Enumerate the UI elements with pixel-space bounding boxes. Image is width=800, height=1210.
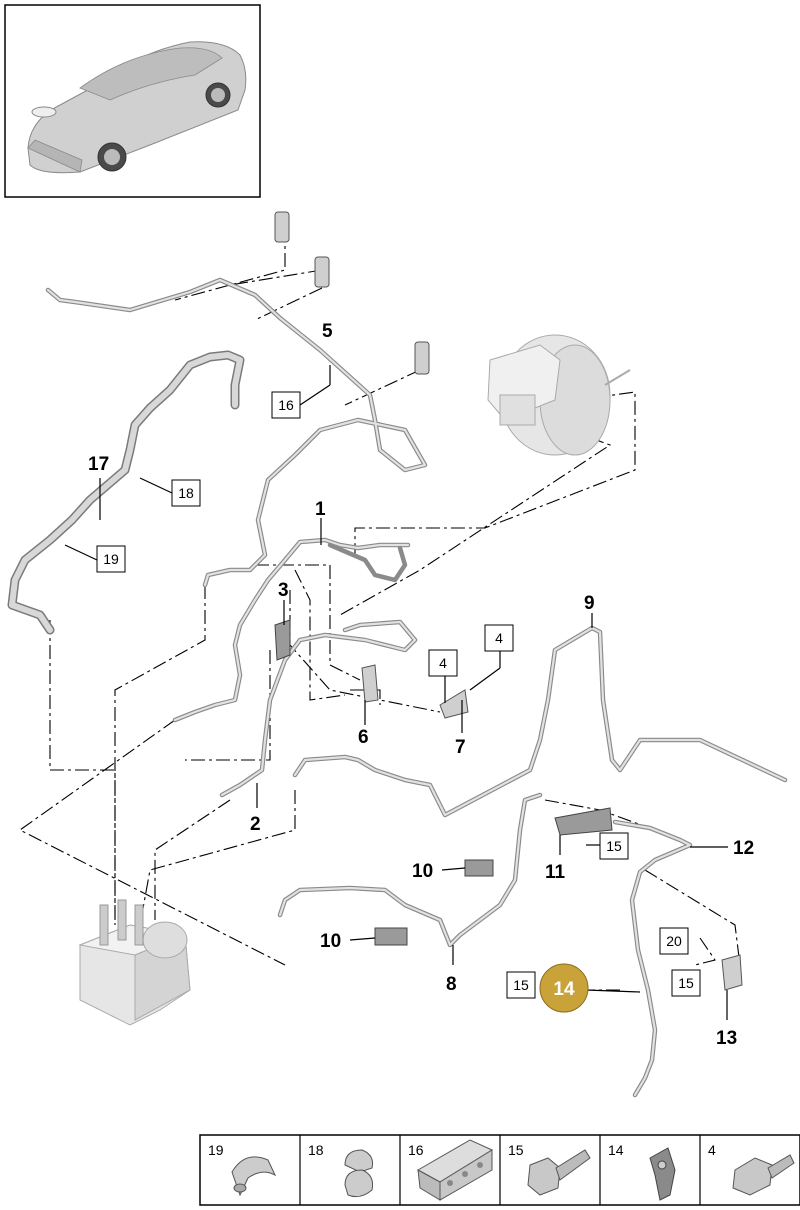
boxed-18: 18 [178,485,194,501]
callout-8: 8 [446,974,457,995]
callout-numbers: 5 17 1 3 9 6 7 2 12 10 11 10 8 13 [88,321,754,1049]
bracket-6-icon [361,664,379,703]
abs-unit [78,899,191,1026]
boxed-4a: 4 [495,630,503,646]
parts-table: 19 18 16 15 14 4 [199,1134,800,1206]
hex-bolt-icon [527,1149,591,1196]
callout-1: 1 [315,499,326,520]
callout-2: 2 [250,814,261,835]
holder-top-icon [274,211,290,243]
clip-icon [231,1156,277,1197]
callout-10b: 10 [320,931,341,952]
flange-bolt-icon [732,1154,795,1196]
table-label-4: 4 [708,1142,716,1158]
table-label-19: 19 [208,1142,224,1158]
brake-booster [487,334,631,456]
callout-17: 17 [88,454,109,475]
clip-3-icon [274,619,291,661]
callout-7: 7 [455,737,466,758]
table-label-18: 18 [308,1142,324,1158]
callout-11: 11 [545,862,566,883]
table-label-15: 15 [508,1142,524,1158]
boxed-19: 19 [103,551,119,567]
car-icon [27,41,247,174]
boxed-4b: 4 [439,655,447,671]
dash-leaders [18,228,741,991]
callout-leaders [64,365,728,1020]
holder-lower-icon [414,341,430,375]
vehicle-thumbnail [4,4,261,198]
callout-10a: 10 [412,861,433,882]
bracket-13-icon [721,954,743,991]
boxed-15a: 15 [606,838,622,854]
table-label-16: 16 [408,1142,424,1158]
boxed-15c: 15 [678,975,694,991]
bracket-11-icon [554,807,613,836]
small-parts [274,211,743,991]
boxed-15b: 15 [513,977,529,993]
holder-10b-icon [374,927,408,946]
double-clip-icon [344,1149,373,1198]
bracket-clip-icon [649,1147,676,1201]
callout-6: 6 [358,727,369,748]
callout-9: 9 [584,593,595,614]
holder-10a-icon [464,859,494,877]
highlight-14-label: 14 [553,979,575,1000]
highlight-14[interactable]: 14 [539,963,589,1013]
callout-3: 3 [278,580,289,601]
brake-pipes [7,277,788,1098]
boxed-20: 20 [666,933,682,949]
holder-block-icon [416,1139,494,1201]
callout-12: 12 [733,838,754,859]
boxed-16: 16 [278,397,294,413]
bracket-7-icon [439,689,469,719]
callout-5: 5 [322,321,333,342]
table-label-14: 14 [608,1142,624,1158]
boxed-callouts: 16 18 19 4 4 15 20 15 15 [96,391,701,999]
holder-mid-icon [314,256,330,288]
callout-13: 13 [716,1028,737,1049]
